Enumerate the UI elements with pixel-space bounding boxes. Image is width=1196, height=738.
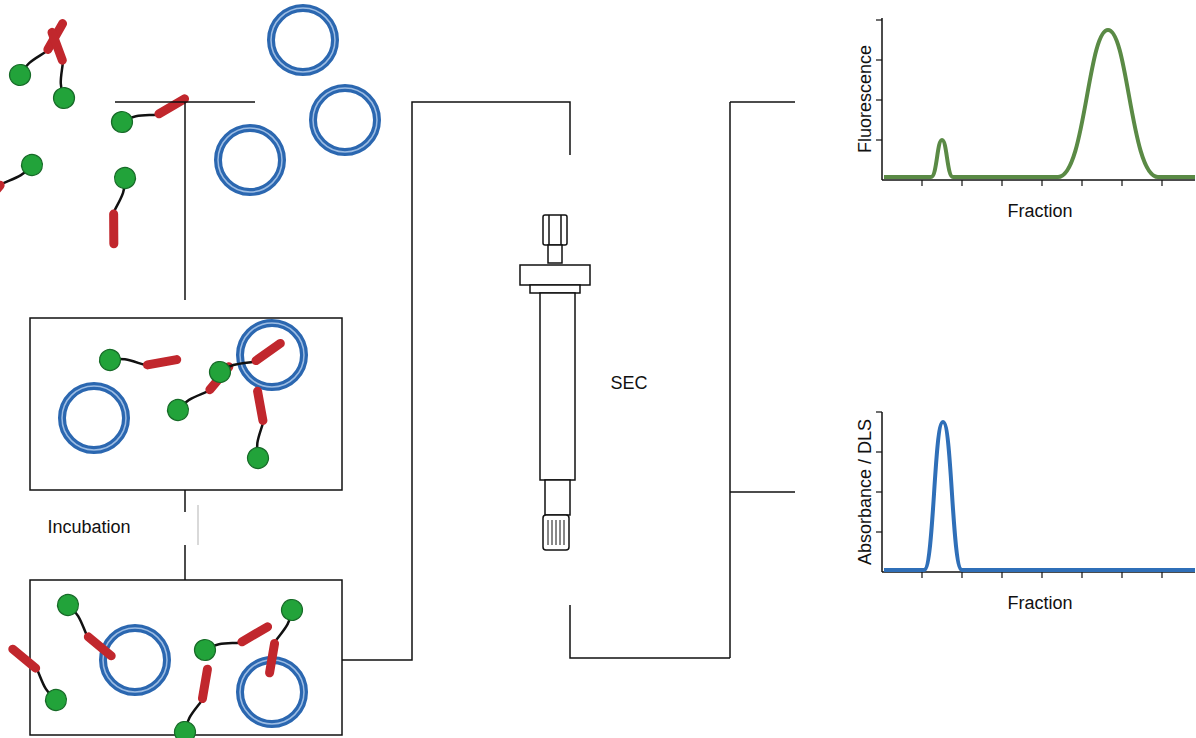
axis-title: Fraction	[1007, 594, 1072, 614]
faint-mark	[197, 505, 199, 545]
nut-knurl	[548, 520, 564, 545]
axis-tick	[1041, 180, 1042, 186]
flow-lines	[115, 102, 795, 660]
axis-tick	[876, 139, 882, 140]
absorbance-curve	[884, 422, 1195, 570]
incubated-box	[30, 580, 342, 735]
axis-tick	[921, 572, 922, 578]
fluorescence-curve	[884, 30, 1195, 177]
axis-title: Fraction	[1007, 202, 1072, 222]
axis-tick	[876, 491, 882, 492]
axis-tick	[961, 572, 962, 578]
axis-tick	[1001, 180, 1002, 186]
axis-tick	[961, 180, 962, 186]
mixture-box	[30, 318, 342, 490]
axis-tick	[921, 180, 922, 186]
axis-tick	[1001, 572, 1002, 578]
absorbance-chart	[876, 412, 1195, 578]
mixture-contents	[62, 318, 304, 472]
axis-title: Absorbance / DLS	[856, 419, 876, 565]
axis-tick	[1121, 572, 1122, 578]
column-label: SEC	[610, 374, 647, 394]
axis-tick	[1161, 180, 1162, 186]
fluorescence-chart	[876, 18, 1195, 186]
step-label: Incubation	[47, 518, 130, 538]
axis-tick	[1161, 572, 1162, 578]
axis-tick	[876, 59, 882, 60]
axis-tick	[1081, 180, 1082, 186]
axis-tick	[876, 531, 882, 532]
axis-tick	[1121, 180, 1122, 186]
axis-tick	[1041, 572, 1042, 578]
sec-column	[520, 215, 590, 550]
incubated-contents	[0, 592, 312, 738]
axis-tick	[876, 451, 882, 452]
vesicles	[218, 8, 377, 192]
free-molecules	[0, 16, 185, 244]
axis-tick	[876, 19, 882, 20]
axis-tick	[1081, 572, 1082, 578]
axis-title: Fluorescence	[856, 45, 876, 153]
axis-tick	[876, 99, 882, 100]
axis-tick	[876, 411, 882, 412]
